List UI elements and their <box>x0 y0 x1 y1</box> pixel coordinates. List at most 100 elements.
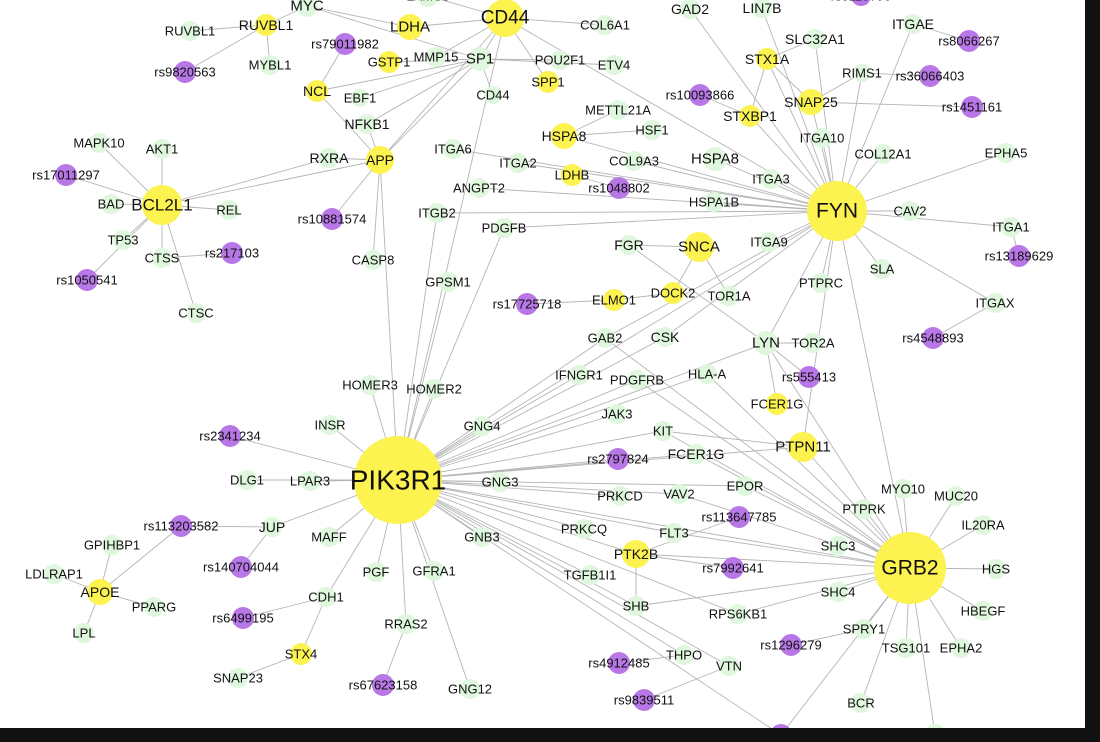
node-circle-rs739438[interactable] <box>770 724 792 728</box>
node-pgf[interactable]: PGF <box>363 562 390 582</box>
node-fcer1g_g[interactable]: FCER1G <box>668 444 725 464</box>
node-circle-dlg1[interactable] <box>237 470 257 490</box>
node-itgae[interactable]: ITGAE <box>892 14 934 34</box>
node-bcl2l1[interactable]: BCL2L1 <box>131 185 193 225</box>
node-lamc3[interactable]: LAMC3 <box>406 0 450 7</box>
node-tgfb1i1[interactable]: TGFB1I1 <box>564 565 617 585</box>
node-spry1[interactable]: SPRY1 <box>843 619 885 639</box>
node-rs2797824[interactable]: rs2797824 <box>587 448 649 470</box>
node-nfkb1[interactable]: NFKB1 <box>344 114 390 134</box>
node-il20ra[interactable]: IL20RA <box>961 515 1005 535</box>
node-ruvbl1y[interactable]: RUVBL1 <box>239 14 294 36</box>
node-circle-hlaa[interactable] <box>697 364 717 384</box>
node-circle-snap25[interactable] <box>798 89 824 115</box>
node-circle-slc32a1[interactable] <box>805 29 825 49</box>
node-circle-angpt2[interactable] <box>469 178 489 198</box>
node-circle-rs10093866[interactable] <box>689 84 711 106</box>
node-circle-col9a3[interactable] <box>624 151 644 171</box>
node-circle-rims1[interactable] <box>853 64 871 82</box>
node-gpihbp1[interactable]: GPIHBP1 <box>84 535 140 555</box>
node-hsf1[interactable]: HSF1 <box>635 120 669 140</box>
node-elmo1[interactable]: ELMO1 <box>592 289 636 311</box>
node-muc20[interactable]: MUC20 <box>934 486 978 506</box>
node-circle-itga10[interactable] <box>812 128 832 148</box>
node-circle-homer3[interactable] <box>360 375 380 395</box>
node-circle-mmp15[interactable] <box>426 47 446 67</box>
node-circle-stx1a[interactable] <box>756 48 778 70</box>
node-cav2[interactable]: CAV2 <box>894 201 927 221</box>
node-rs10093866[interactable]: rs10093866 <box>666 84 735 106</box>
node-shb[interactable]: SHB <box>623 596 650 616</box>
node-circle-ptprc[interactable] <box>811 273 831 293</box>
node-circle-ldha[interactable] <box>397 14 423 40</box>
node-circle-spp1[interactable] <box>537 71 559 93</box>
node-circle-ifngr1[interactable] <box>569 365 589 385</box>
node-circle-rxra[interactable] <box>319 148 339 168</box>
node-rs8066267[interactable]: rs8066267 <box>938 30 1000 52</box>
node-cd44_hub[interactable]: CD44 <box>481 0 530 37</box>
node-circle-rs1451161[interactable] <box>961 96 983 118</box>
node-pdgfrb[interactable]: PDGFRB <box>610 370 664 390</box>
node-circle-pgf[interactable] <box>366 562 386 582</box>
node-circle-elmo1[interactable] <box>603 289 625 311</box>
node-itgax[interactable]: ITGAX <box>975 293 1015 313</box>
node-circle-rs140704044[interactable] <box>230 556 252 578</box>
node-circle-itga9[interactable] <box>759 232 779 252</box>
node-rs79011982[interactable]: rs79011982 <box>311 33 379 55</box>
node-itga2[interactable]: ITGA2 <box>499 153 537 173</box>
node-circle-bcr_g[interactable] <box>851 693 871 713</box>
node-grb2[interactable]: GRB2 <box>874 532 946 604</box>
node-circle-lamc3[interactable] <box>417 0 439 7</box>
node-rs9839511[interactable]: rs9839511 <box>614 689 674 711</box>
node-circle-tp53[interactable] <box>113 230 133 250</box>
node-stx4[interactable]: STX4 <box>285 643 318 665</box>
node-circle-apoe[interactable] <box>87 579 113 605</box>
node-circle-ptk2b[interactable] <box>622 540 650 568</box>
node-circle-gad2[interactable] <box>680 0 700 19</box>
node-circle-sla[interactable] <box>872 259 892 279</box>
node-circle-rs13189629[interactable] <box>1008 245 1030 267</box>
node-circle-dock2[interactable] <box>662 282 684 304</box>
node-etv4[interactable]: ETV4 <box>598 55 631 75</box>
node-circle-gnb3[interactable] <box>472 527 492 547</box>
node-cd44_s[interactable]: CD44 <box>476 86 510 104</box>
node-kit[interactable]: KIT <box>653 421 673 441</box>
node-rs4548893[interactable]: rs4548893 <box>902 327 964 349</box>
node-rs217103[interactable]: rs217103 <box>205 242 259 264</box>
node-ptpn3[interactable]: PTPN3 <box>914 724 956 728</box>
node-circle-rs6499195[interactable] <box>232 607 254 629</box>
node-circle-shb[interactable] <box>626 596 646 616</box>
node-cdh1[interactable]: CDH1 <box>308 587 344 607</box>
node-circle-ptpn11[interactable] <box>788 432 818 462</box>
node-circle-snca[interactable] <box>684 232 714 262</box>
node-ctss[interactable]: CTSS <box>145 248 180 268</box>
node-circle-cdh1[interactable] <box>316 587 336 607</box>
node-circle-itgax[interactable] <box>985 293 1005 313</box>
node-circle-rs4548893[interactable] <box>922 327 944 349</box>
node-ctsc[interactable]: CTSC <box>178 303 214 323</box>
node-col6a1[interactable]: COL6A1 <box>580 15 630 35</box>
node-gad2[interactable]: GAD2 <box>671 0 709 19</box>
node-ldlrap1[interactable]: LDLRAP1 <box>25 564 83 584</box>
node-circle-fyn[interactable] <box>807 181 867 241</box>
node-circle-shc4[interactable] <box>828 582 848 602</box>
node-bad[interactable]: BAD <box>98 194 125 214</box>
node-circle-rs10881574[interactable] <box>321 208 343 230</box>
node-circle-ldlrap1[interactable] <box>44 564 64 584</box>
node-jak3[interactable]: JAK3 <box>601 404 633 424</box>
node-itga10[interactable]: ITGA10 <box>800 128 845 148</box>
node-circle-rs8066267[interactable] <box>958 30 980 52</box>
node-circle-itga3[interactable] <box>761 169 781 189</box>
node-circle-akt1[interactable] <box>152 139 172 159</box>
node-tor1a[interactable]: TOR1A <box>707 286 751 306</box>
node-dock2[interactable]: DOCK2 <box>651 282 696 304</box>
node-shc4[interactable]: SHC4 <box>821 582 856 602</box>
node-app[interactable]: APP <box>366 146 394 174</box>
node-gng4[interactable]: GNG4 <box>464 416 501 436</box>
node-circle-fcer1g_y[interactable] <box>766 393 788 415</box>
node-circle-itga2[interactable] <box>508 153 528 173</box>
node-circle-rs8118790[interactable] <box>851 0 871 6</box>
node-circle-casp8[interactable] <box>363 250 383 270</box>
node-rs555413[interactable]: rs555413 <box>782 366 836 388</box>
node-gnb3[interactable]: GNB3 <box>464 527 500 547</box>
